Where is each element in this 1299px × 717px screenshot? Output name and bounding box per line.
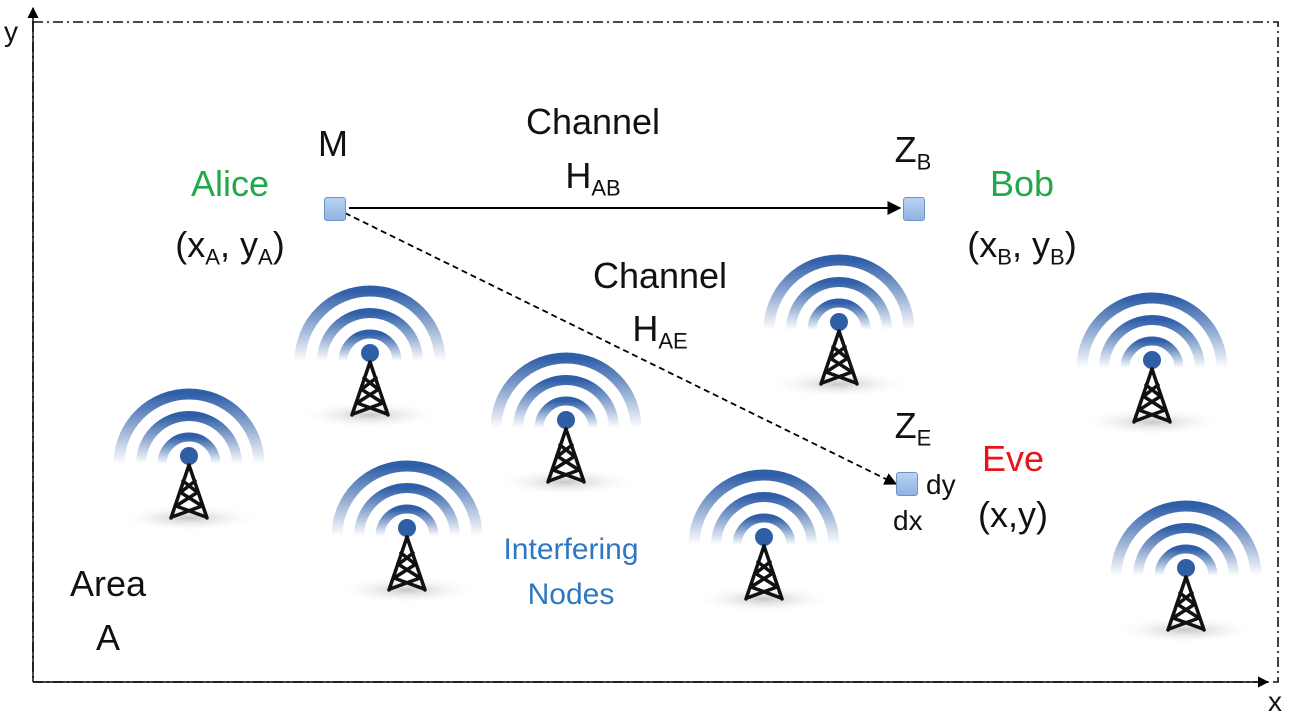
eve-node-label: ZE: [894, 405, 932, 451]
interfering-tower-icon: [767, 260, 911, 398]
channel-ae-link: [344, 212, 898, 485]
alice-name: Alice: [190, 163, 270, 204]
bob-name: Bob: [989, 163, 1055, 204]
channel-ab-word: Channel: [525, 101, 661, 142]
channel-ae-symbol: HAE: [632, 308, 688, 354]
eve-name: Eve: [981, 438, 1045, 479]
interfering-tower-icon: [1080, 298, 1224, 436]
eve-dy-label: dy: [926, 469, 956, 500]
interfering-tower-icon: [117, 394, 261, 532]
interfering-tower-icon: [494, 358, 638, 496]
interfering-tower-icon: [298, 291, 442, 429]
area-label-line2: A: [95, 617, 121, 658]
interfering-tower-icon: [335, 466, 479, 604]
interfering-tower-icon: [692, 475, 836, 613]
interfering-nodes-label-line1: Interfering: [503, 533, 639, 566]
bob-coordinates: (xB, yB): [967, 224, 1077, 270]
bob-node: [903, 197, 925, 221]
x-axis-label: x: [1268, 686, 1282, 717]
bob-node-label: ZB: [894, 129, 932, 175]
y-axis-label: y: [4, 16, 18, 47]
alice-node: [324, 197, 346, 221]
alice-node-label: M: [318, 123, 348, 164]
interfering-nodes-label-line2: Nodes: [527, 578, 615, 611]
channel-ae-word: Channel: [592, 255, 728, 296]
eve-node: [896, 472, 918, 496]
channel-ab-symbol: HAB: [565, 155, 621, 201]
alice-coordinates: (xA, yA): [175, 224, 285, 270]
eve-coordinates: (x,y): [978, 494, 1048, 535]
eve-dx-label: dx: [893, 505, 923, 536]
interfering-tower-icon: [1114, 506, 1258, 644]
area-label-line1: Area: [69, 563, 147, 604]
